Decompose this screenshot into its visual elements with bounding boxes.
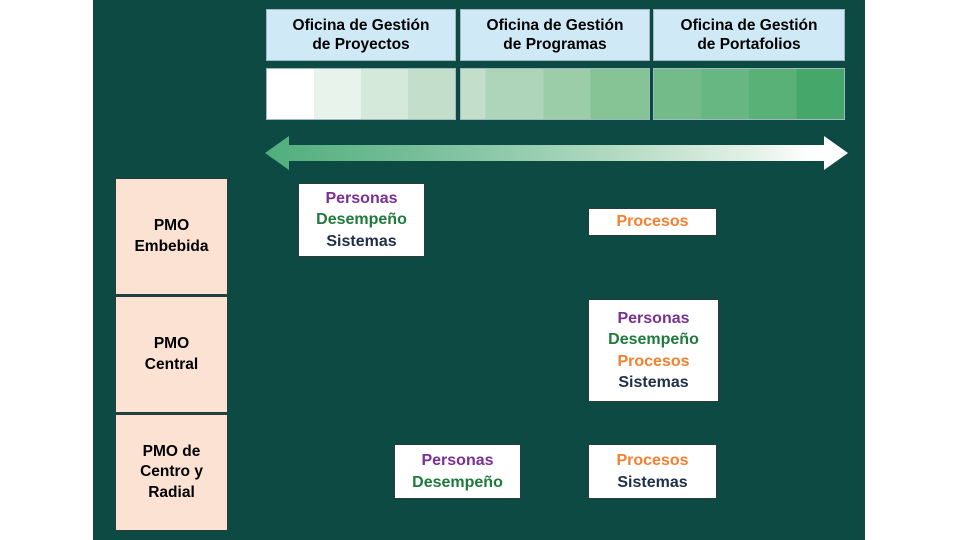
gradient-bar-programas xyxy=(460,68,650,120)
pmo-type-embebida: PMO Embebida xyxy=(115,178,228,295)
column-header-proyectos-line2: de Proyectos xyxy=(312,36,410,53)
column-header-portafolios-line1: Oficina de Gestión xyxy=(680,16,818,34)
pmo-type-centro-radial: PMO de Centro y Radial xyxy=(115,414,228,531)
pmo-type-central: PMO Central xyxy=(115,296,228,413)
term-desempeno: Desempeño xyxy=(608,331,699,349)
pmo-type-embebida-line1: PMO xyxy=(153,217,190,235)
cell-embebida-portafolios: Procesos xyxy=(588,208,717,236)
double-headed-gradient-arrow-icon xyxy=(265,134,848,172)
gradient-bar-proyectos xyxy=(266,68,456,120)
cell-centro-radial-programas: Personas Desempeño xyxy=(394,444,521,499)
cell-embebida-proyectos: Personas Desempeño Sistemas xyxy=(298,183,425,257)
term-sistemas: Sistemas xyxy=(617,473,688,491)
term-sistemas: Sistemas xyxy=(618,373,689,391)
term-personas: Personas xyxy=(421,452,494,470)
gradient-bar-portafolios xyxy=(653,68,845,120)
column-header-proyectos: Oficina de Gestión de Proyectos xyxy=(266,9,456,61)
term-procesos: Procesos xyxy=(616,213,689,231)
pmo-type-centro-radial-line1: PMO de xyxy=(142,443,201,461)
cell-central-portafolios: Personas Desempeño Procesos Sistemas xyxy=(588,299,719,402)
cell-centro-radial-portafolios: Procesos Sistemas xyxy=(588,444,717,499)
term-desempeno: Desempeño xyxy=(316,211,407,229)
column-header-proyectos-line1: Oficina de Gestión xyxy=(292,16,430,34)
term-sistemas: Sistemas xyxy=(326,232,397,250)
pmo-type-central-line1: PMO xyxy=(153,335,190,353)
column-header-portafolios: Oficina de Gestión de Portafolios xyxy=(653,9,845,61)
term-personas: Personas xyxy=(325,189,398,207)
pmo-type-central-line2: Central xyxy=(144,355,199,373)
column-header-programas-line2: de Programas xyxy=(503,36,607,53)
pmo-type-centro-radial-line3: Radial xyxy=(148,483,195,501)
term-personas: Personas xyxy=(617,309,690,327)
term-procesos: Procesos xyxy=(617,352,690,370)
column-header-programas: Oficina de Gestión de Programas xyxy=(460,9,650,61)
pmo-type-embebida-line2: Embebida xyxy=(134,237,209,255)
term-procesos: Procesos xyxy=(616,452,689,470)
column-header-portafolios-line2: de Portafolios xyxy=(697,36,801,53)
column-header-programas-line1: Oficina de Gestión xyxy=(486,16,624,34)
term-desempeno: Desempeño xyxy=(412,473,503,491)
pmo-type-centro-radial-line2: Centro y xyxy=(140,463,203,481)
